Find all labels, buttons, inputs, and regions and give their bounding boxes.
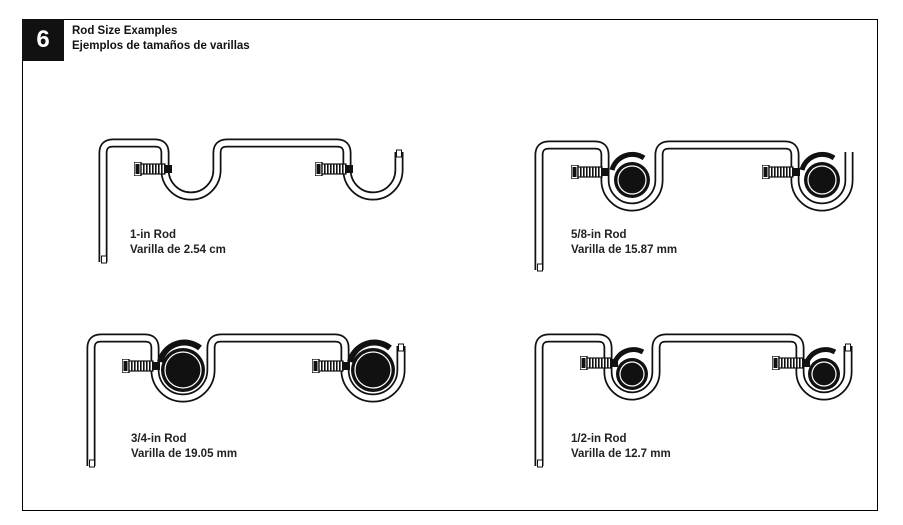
caption-spanish: Varilla de 15.87 mm — [571, 244, 678, 256]
caption-spanish: Varilla de 12.7 mm — [571, 448, 671, 460]
caption-english: 5/8-in Rod — [571, 229, 627, 241]
rod-cross-section-icon — [614, 162, 650, 198]
rod-cross-section-icon — [808, 358, 840, 390]
title-spanish: Ejemplos de tamaños de varillas — [72, 40, 250, 52]
caption-english: 3/4-in Rod — [131, 433, 187, 445]
caption-english: 1/2-in Rod — [571, 433, 627, 445]
caption-1in-rod: 1-in Rod Varilla de 2.54 cm — [130, 228, 226, 258]
bracket-3-4in-rod — [86, 333, 406, 468]
bracket-1-2in-rod — [534, 333, 853, 468]
step-number: 6 — [36, 26, 50, 53]
caption-english: 1-in Rod — [130, 229, 176, 241]
rod-cross-section-icon — [351, 348, 395, 392]
rod-cross-section-icon — [616, 358, 648, 390]
bracket-1in-rod — [98, 138, 404, 264]
title-english: Rod Size Examples — [72, 25, 178, 37]
instruction-frame — [22, 19, 878, 511]
rod-cross-section-icon — [161, 348, 205, 392]
caption-1-2in-rod: 1/2-in Rod Varilla de 12.7 mm — [571, 432, 671, 462]
caption-3-4in-rod: 3/4-in Rod Varilla de 19.05 mm — [131, 432, 237, 462]
step-number-badge: 6 — [22, 19, 64, 61]
bracket-5-8in-rod — [534, 140, 854, 272]
caption-spanish: Varilla de 19.05 mm — [131, 448, 238, 460]
caption-spanish: Varilla de 2.54 cm — [130, 244, 226, 256]
rod-cross-section-icon — [804, 162, 840, 198]
caption-5-8in-rod: 5/8-in Rod Varilla de 15.87 mm — [571, 228, 677, 258]
